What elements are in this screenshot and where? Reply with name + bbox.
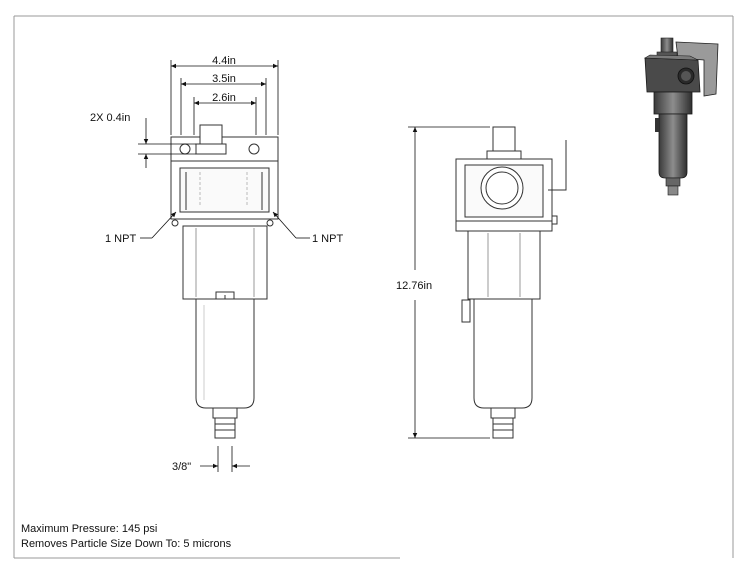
dim-hole-spacing: 3.5in bbox=[212, 73, 236, 85]
dim-drain: 3/8" bbox=[172, 461, 191, 473]
filter-3d-render-icon bbox=[643, 37, 719, 196]
dim-inner-width: 2.6in bbox=[212, 92, 236, 104]
label-port-right: 1 NPT bbox=[312, 233, 343, 245]
sheet-border bbox=[13, 15, 734, 559]
dim-overall-width: 4.4in bbox=[212, 55, 236, 67]
note-particle-size: Removes Particle Size Down To: 5 microns bbox=[21, 538, 232, 550]
note-max-pressure: Maximum Pressure: 145 psi bbox=[21, 523, 158, 535]
label-port-left: 1 NPT bbox=[105, 233, 136, 245]
side-view bbox=[455, 126, 567, 439]
dim-height: 12.76in bbox=[396, 280, 432, 292]
front-dimensions bbox=[138, 60, 310, 472]
dim-mount-hole: 2X 0.4in bbox=[90, 112, 130, 124]
front-view bbox=[170, 124, 279, 439]
side-dimensions bbox=[408, 126, 490, 439]
